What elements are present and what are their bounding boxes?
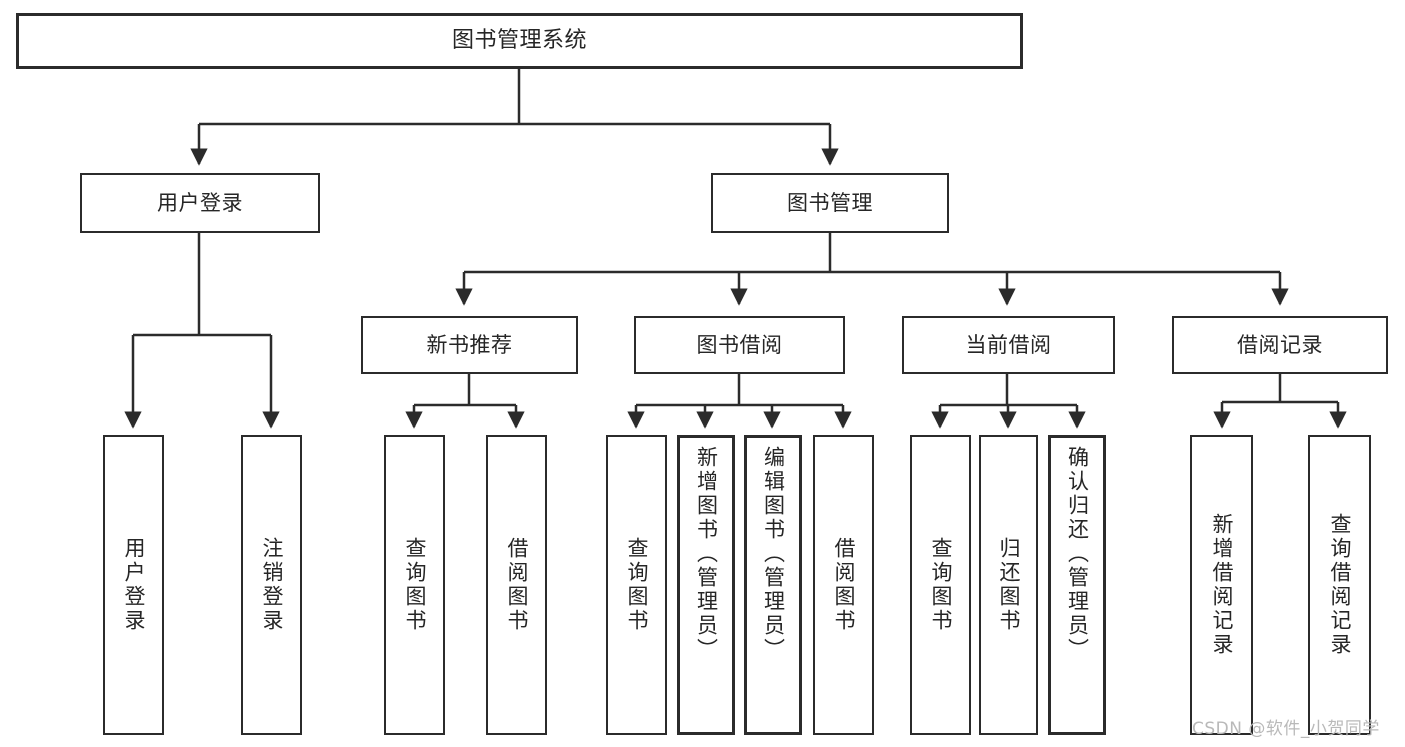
node-leaf-query-book-3[interactable]: 查询图书 — [910, 435, 971, 735]
node-leaf-edit-book-label: 编辑图书（管理员） — [761, 446, 786, 662]
node-leaf-add-record[interactable]: 新增借阅记录 — [1190, 435, 1253, 735]
node-borrow-record-label: 借阅记录 — [1237, 332, 1323, 357]
node-leaf-query-record[interactable]: 查询借阅记录 — [1308, 435, 1371, 735]
node-leaf-add-record-label: 新增借阅记录 — [1210, 513, 1234, 657]
node-leaf-return-book-label: 归还图书 — [997, 537, 1021, 633]
node-leaf-logout[interactable]: 注销登录 — [241, 435, 302, 735]
node-leaf-query-book-1-label: 查询图书 — [403, 537, 427, 633]
node-leaf-query-record-label: 查询借阅记录 — [1328, 513, 1352, 657]
node-leaf-edit-book[interactable]: 编辑图书（管理员） — [744, 435, 802, 735]
node-leaf-user-login-label: 用户登录 — [122, 537, 146, 633]
node-leaf-borrow-book-1-label: 借阅图书 — [505, 537, 529, 633]
node-current-borrow-label: 当前借阅 — [965, 332, 1052, 357]
node-leaf-borrow-book-1[interactable]: 借阅图书 — [486, 435, 547, 735]
node-new-book-recommend-label: 新书推荐 — [426, 332, 513, 357]
node-leaf-confirm-return-label: 确认归还（管理员） — [1065, 446, 1090, 662]
csdn-watermark: CSDN @软件_小贺同学 — [1192, 719, 1380, 739]
node-new-book-recommend[interactable]: 新书推荐 — [361, 316, 578, 374]
node-leaf-confirm-return[interactable]: 确认归还（管理员） — [1048, 435, 1106, 735]
node-book-management[interactable]: 图书管理 — [711, 173, 949, 233]
node-leaf-borrow-book-2-label: 借阅图书 — [832, 537, 856, 633]
node-leaf-return-book[interactable]: 归还图书 — [979, 435, 1038, 735]
node-leaf-query-book-2[interactable]: 查询图书 — [606, 435, 667, 735]
node-leaf-query-book-1[interactable]: 查询图书 — [384, 435, 445, 735]
node-leaf-user-login[interactable]: 用户登录 — [103, 435, 164, 735]
node-leaf-query-book-3-label: 查询图书 — [929, 537, 953, 633]
node-leaf-add-book-label: 新增图书（管理员） — [694, 446, 719, 662]
node-user-login[interactable]: 用户登录 — [80, 173, 320, 233]
node-leaf-query-book-2-label: 查询图书 — [625, 537, 649, 633]
node-user-login-label: 用户登录 — [157, 190, 243, 215]
node-root[interactable]: 图书管理系统 — [16, 13, 1023, 69]
node-borrow-record[interactable]: 借阅记录 — [1172, 316, 1388, 374]
node-leaf-borrow-book-2[interactable]: 借阅图书 — [813, 435, 874, 735]
node-current-borrow[interactable]: 当前借阅 — [902, 316, 1115, 374]
node-book-management-label: 图书管理 — [787, 190, 873, 215]
node-book-borrow-label: 图书借阅 — [696, 332, 783, 357]
node-root-label: 图书管理系统 — [451, 28, 587, 54]
node-leaf-logout-label: 注销登录 — [260, 537, 284, 633]
node-book-borrow[interactable]: 图书借阅 — [634, 316, 845, 374]
node-leaf-add-book[interactable]: 新增图书（管理员） — [677, 435, 735, 735]
